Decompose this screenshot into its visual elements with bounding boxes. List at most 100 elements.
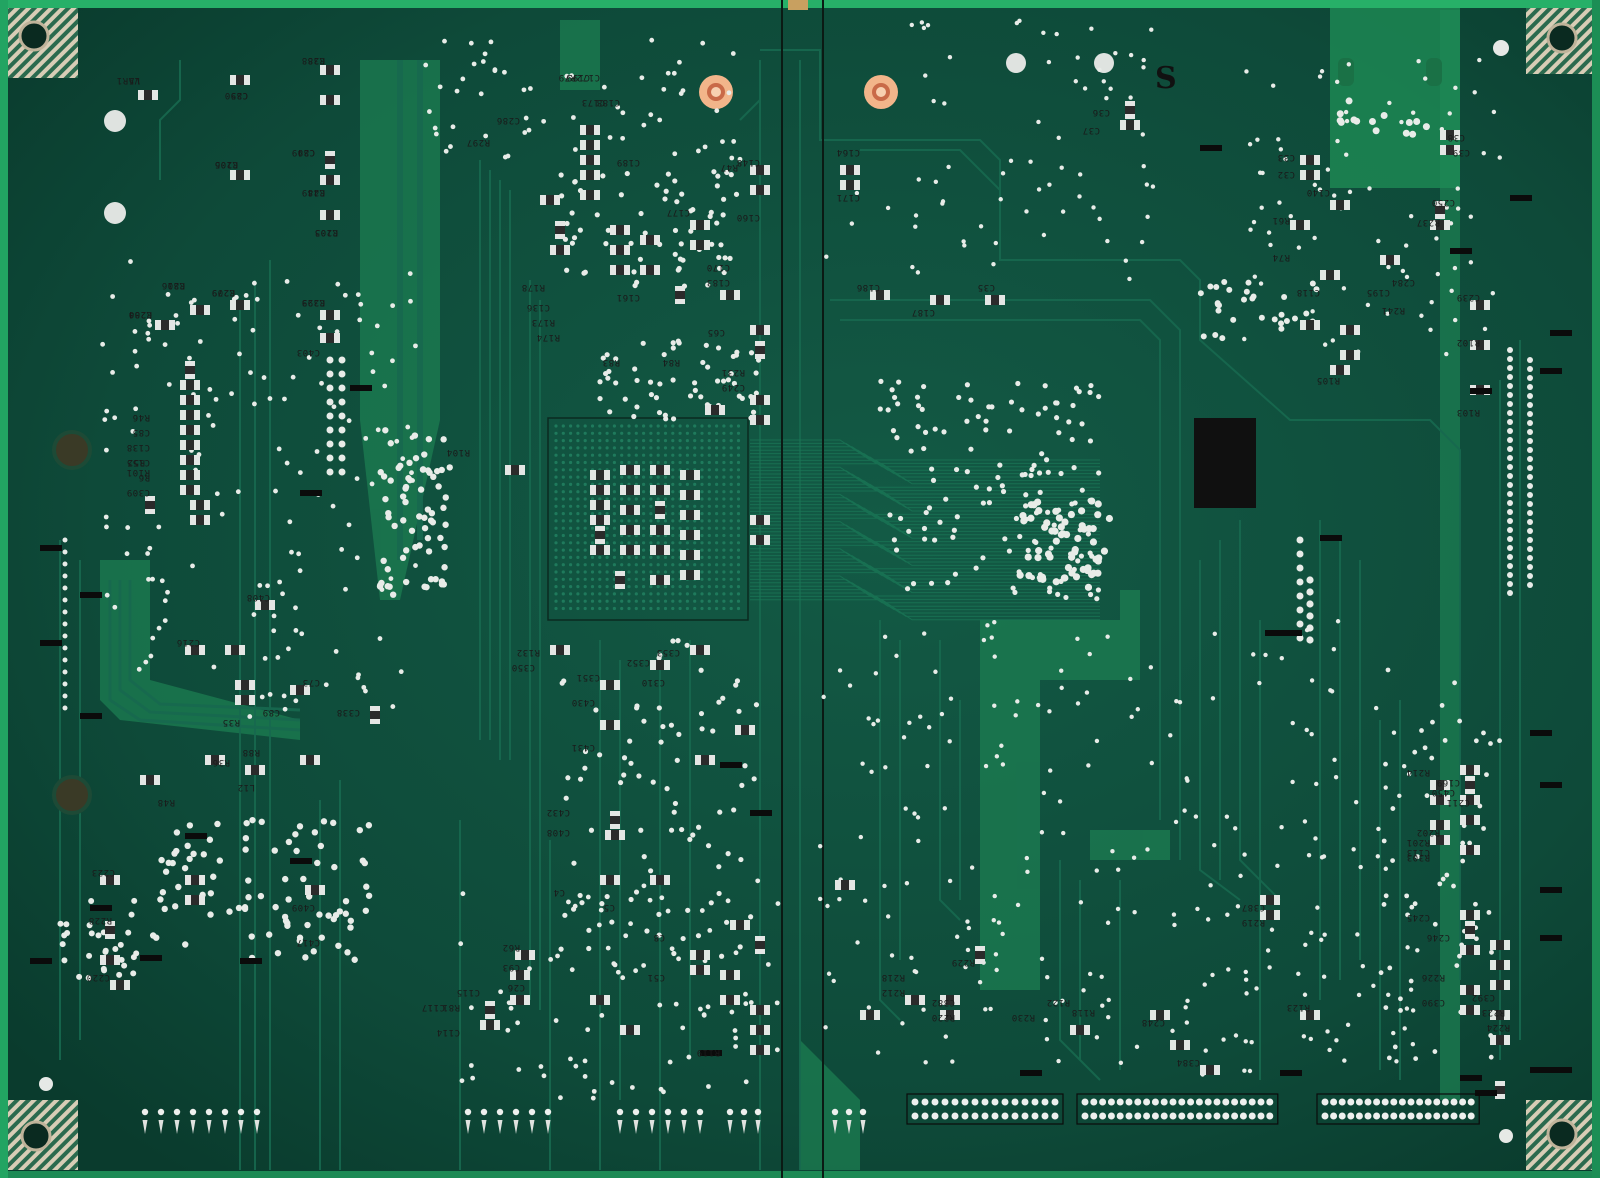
via	[1094, 868, 1099, 873]
bga-via	[590, 606, 595, 611]
via	[983, 427, 989, 433]
via	[1383, 761, 1388, 767]
smd-part	[1320, 270, 1340, 280]
via	[672, 251, 678, 257]
bga-via	[612, 533, 617, 538]
silk-label: R122	[1046, 997, 1070, 1007]
via	[733, 191, 740, 197]
bga-via	[736, 424, 741, 428]
via	[262, 655, 268, 661]
silk-label: L5	[128, 75, 140, 85]
via	[375, 427, 381, 433]
via	[1310, 309, 1315, 314]
bga-via	[620, 439, 624, 443]
bga-via	[700, 592, 704, 596]
via	[1474, 936, 1479, 942]
bga-via	[561, 577, 565, 581]
via	[733, 1035, 739, 1041]
via	[699, 726, 705, 732]
bga-via	[722, 468, 726, 472]
via	[715, 345, 722, 351]
silk-mark	[1540, 782, 1562, 788]
bga-via	[569, 439, 573, 443]
via	[338, 468, 346, 476]
via	[157, 896, 164, 903]
bga-via	[685, 453, 690, 457]
via	[725, 898, 731, 904]
via	[1314, 781, 1319, 787]
via	[214, 820, 221, 828]
via	[585, 1027, 591, 1033]
via	[1387, 965, 1393, 971]
bga-via	[583, 541, 587, 545]
bga-via	[554, 511, 558, 516]
bga-via	[700, 424, 704, 428]
via	[276, 446, 282, 452]
via	[1041, 30, 1046, 36]
via	[1051, 522, 1057, 528]
smd-part	[620, 1025, 640, 1035]
silk-label: R132	[516, 647, 540, 657]
via	[1391, 730, 1397, 735]
via	[597, 395, 603, 402]
bga-via	[620, 519, 624, 523]
silk-mark	[720, 762, 742, 768]
via	[1008, 158, 1014, 164]
via	[1056, 135, 1061, 141]
pin-row	[726, 1108, 762, 1134]
via	[317, 325, 323, 331]
via	[973, 484, 979, 490]
via	[299, 631, 305, 637]
via	[1527, 519, 1533, 525]
silk-mark	[1280, 630, 1302, 636]
via	[658, 739, 664, 745]
via	[731, 139, 737, 144]
via	[966, 925, 972, 931]
bga-via	[554, 460, 558, 465]
via	[385, 509, 392, 517]
via	[1043, 457, 1050, 463]
via	[1123, 258, 1129, 263]
via	[943, 1034, 949, 1039]
bga-via	[649, 511, 653, 516]
via	[1269, 927, 1275, 932]
via	[336, 908, 344, 915]
bga-via	[707, 599, 711, 603]
silk-label: R47	[720, 162, 738, 172]
bga-via	[642, 592, 646, 596]
via	[1507, 509, 1513, 515]
via	[1066, 419, 1072, 425]
via	[1347, 189, 1353, 195]
silk-label: C105	[314, 227, 338, 237]
bga-via	[671, 431, 675, 435]
via	[1197, 290, 1204, 297]
silk-mark	[140, 955, 162, 961]
via	[731, 380, 737, 387]
bga-via	[671, 439, 675, 443]
via	[1472, 90, 1477, 95]
smd-part	[1435, 201, 1445, 219]
via	[1334, 79, 1340, 85]
bga-via	[642, 497, 646, 501]
via	[1025, 572, 1033, 580]
silk-label: C246	[1426, 932, 1450, 942]
via	[370, 369, 376, 375]
via	[1172, 922, 1177, 928]
silk-label: C85	[230, 90, 248, 100]
bga-via	[729, 460, 733, 465]
bga-via	[700, 446, 704, 450]
via	[1104, 96, 1109, 101]
bga-via	[700, 431, 704, 435]
via	[1403, 243, 1409, 248]
smd-part	[1490, 980, 1510, 990]
via	[1439, 703, 1445, 708]
bga-via	[722, 431, 726, 435]
bga-via	[605, 577, 609, 581]
pin-header	[1316, 1093, 1480, 1125]
bga-via	[715, 599, 719, 603]
via	[1015, 699, 1020, 704]
smd-part	[610, 265, 630, 275]
via	[1068, 553, 1076, 561]
via	[338, 454, 346, 462]
smd-part	[640, 265, 660, 275]
